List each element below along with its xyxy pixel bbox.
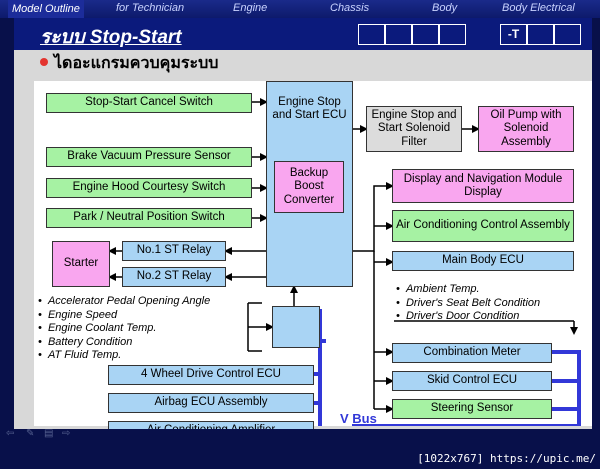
- code-box: -T: [500, 24, 527, 45]
- ecm: [272, 306, 320, 348]
- park-neutral-position-switch: Park / Neutral Position Switch: [46, 208, 252, 228]
- code-box: [412, 24, 439, 45]
- backup-boost-converter: Backup Boost Converter: [274, 161, 344, 213]
- combination-meter: Combination Meter: [392, 343, 552, 363]
- airbag-ecu-assembly: Airbag ECU Assembly: [108, 393, 314, 413]
- skid-control-ecu: Skid Control ECU: [392, 371, 552, 391]
- list-item: • Engine Speed: [38, 308, 118, 321]
- list-item: • Driver's Door Condition: [396, 310, 520, 322]
- four-wheel-drive-control-ecu: 4 Wheel Drive Control ECU: [108, 365, 314, 385]
- pen-icon[interactable]: ✎: [26, 428, 35, 439]
- air-conditioning-control-assembly: Air Conditioning Control Assembly: [392, 210, 574, 242]
- no2-st-relay: No.2 ST Relay: [122, 267, 226, 287]
- body-signal-list: • Ambient Temp. • Driver's Seat Belt Con…: [396, 283, 540, 324]
- section-subtitle: ไดอะแกรมควบคุมระบบ: [54, 55, 219, 72]
- forward-arrow-icon[interactable]: ⇨: [62, 428, 71, 439]
- code-box: [439, 24, 466, 45]
- list-item: • Ambient Temp.: [396, 283, 480, 295]
- back-arrow-icon[interactable]: ⇦: [6, 428, 15, 439]
- watermark: [1022x767] https://upic.me/: [417, 452, 596, 465]
- oil-pump-assembly: Oil Pump with Solenoid Assembly: [478, 106, 574, 152]
- code-box: [385, 24, 412, 45]
- top-navigation-bar: Model Outline for Technician Engine Chas…: [0, 0, 600, 18]
- page-title: ระบบ Stop-Start: [40, 27, 182, 48]
- solenoid-filter: Engine Stop and Start Solenoid Filter: [366, 106, 462, 152]
- stop-start-cancel-switch: Stop-Start Cancel Switch: [46, 93, 252, 113]
- nav-item-model-outline[interactable]: Model Outline: [8, 0, 84, 18]
- brake-vacuum-pressure-sensor: Brake Vacuum Pressure Sensor: [46, 147, 252, 167]
- nav-item-body-electrical[interactable]: Body Electrical: [502, 2, 575, 14]
- list-item: • Accelerator Pedal Opening Angle: [38, 295, 211, 307]
- nav-item-engine[interactable]: Engine: [233, 2, 268, 14]
- menu-icon[interactable]: ▤: [44, 428, 54, 439]
- code-box: [527, 24, 554, 45]
- slide: ระบบ Stop-Start -T ไดอะแกรมควบคุมระบบ: [14, 18, 592, 441]
- starter: Starter: [52, 241, 110, 287]
- nav-item-chassis[interactable]: Chassis: [330, 2, 370, 14]
- code-box: [358, 24, 385, 45]
- list-item: • Engine Coolant Temp.: [38, 322, 157, 334]
- main-body-ecu: Main Body ECU: [392, 251, 574, 271]
- ecm-signal-list: • Accelerator Pedal Opening Angle • Engi…: [38, 295, 210, 363]
- diagram-panel: Stop-Start Cancel Switch Brake Vacuum Pr…: [34, 81, 592, 441]
- bottom-bar: ⇦ ✎ ▤ ⇨ [1022x767] https://upic.me/: [0, 428, 600, 469]
- engine-hood-courtesy-switch: Engine Hood Courtesy Switch: [46, 178, 252, 198]
- ecu-label: Engine Stop and Start ECU: [272, 96, 347, 122]
- list-item: • Battery Condition: [38, 335, 133, 348]
- steering-sensor: Steering Sensor: [392, 399, 552, 419]
- v-bus-label: V Bus: [340, 411, 377, 426]
- nav-item-body[interactable]: Body: [432, 2, 458, 14]
- code-box: [554, 24, 581, 45]
- list-item: • Driver's Seat Belt Condition: [396, 296, 541, 309]
- title-bar: ระบบ Stop-Start -T: [14, 18, 592, 50]
- no1-st-relay: No.1 ST Relay: [122, 241, 226, 261]
- display-navigation-module: Display and Navigation Module Display: [392, 169, 574, 203]
- bullet-icon: [40, 58, 48, 66]
- nav-item-for-technician[interactable]: for Technician: [116, 2, 185, 14]
- list-item: • AT Fluid Temp.: [38, 349, 122, 361]
